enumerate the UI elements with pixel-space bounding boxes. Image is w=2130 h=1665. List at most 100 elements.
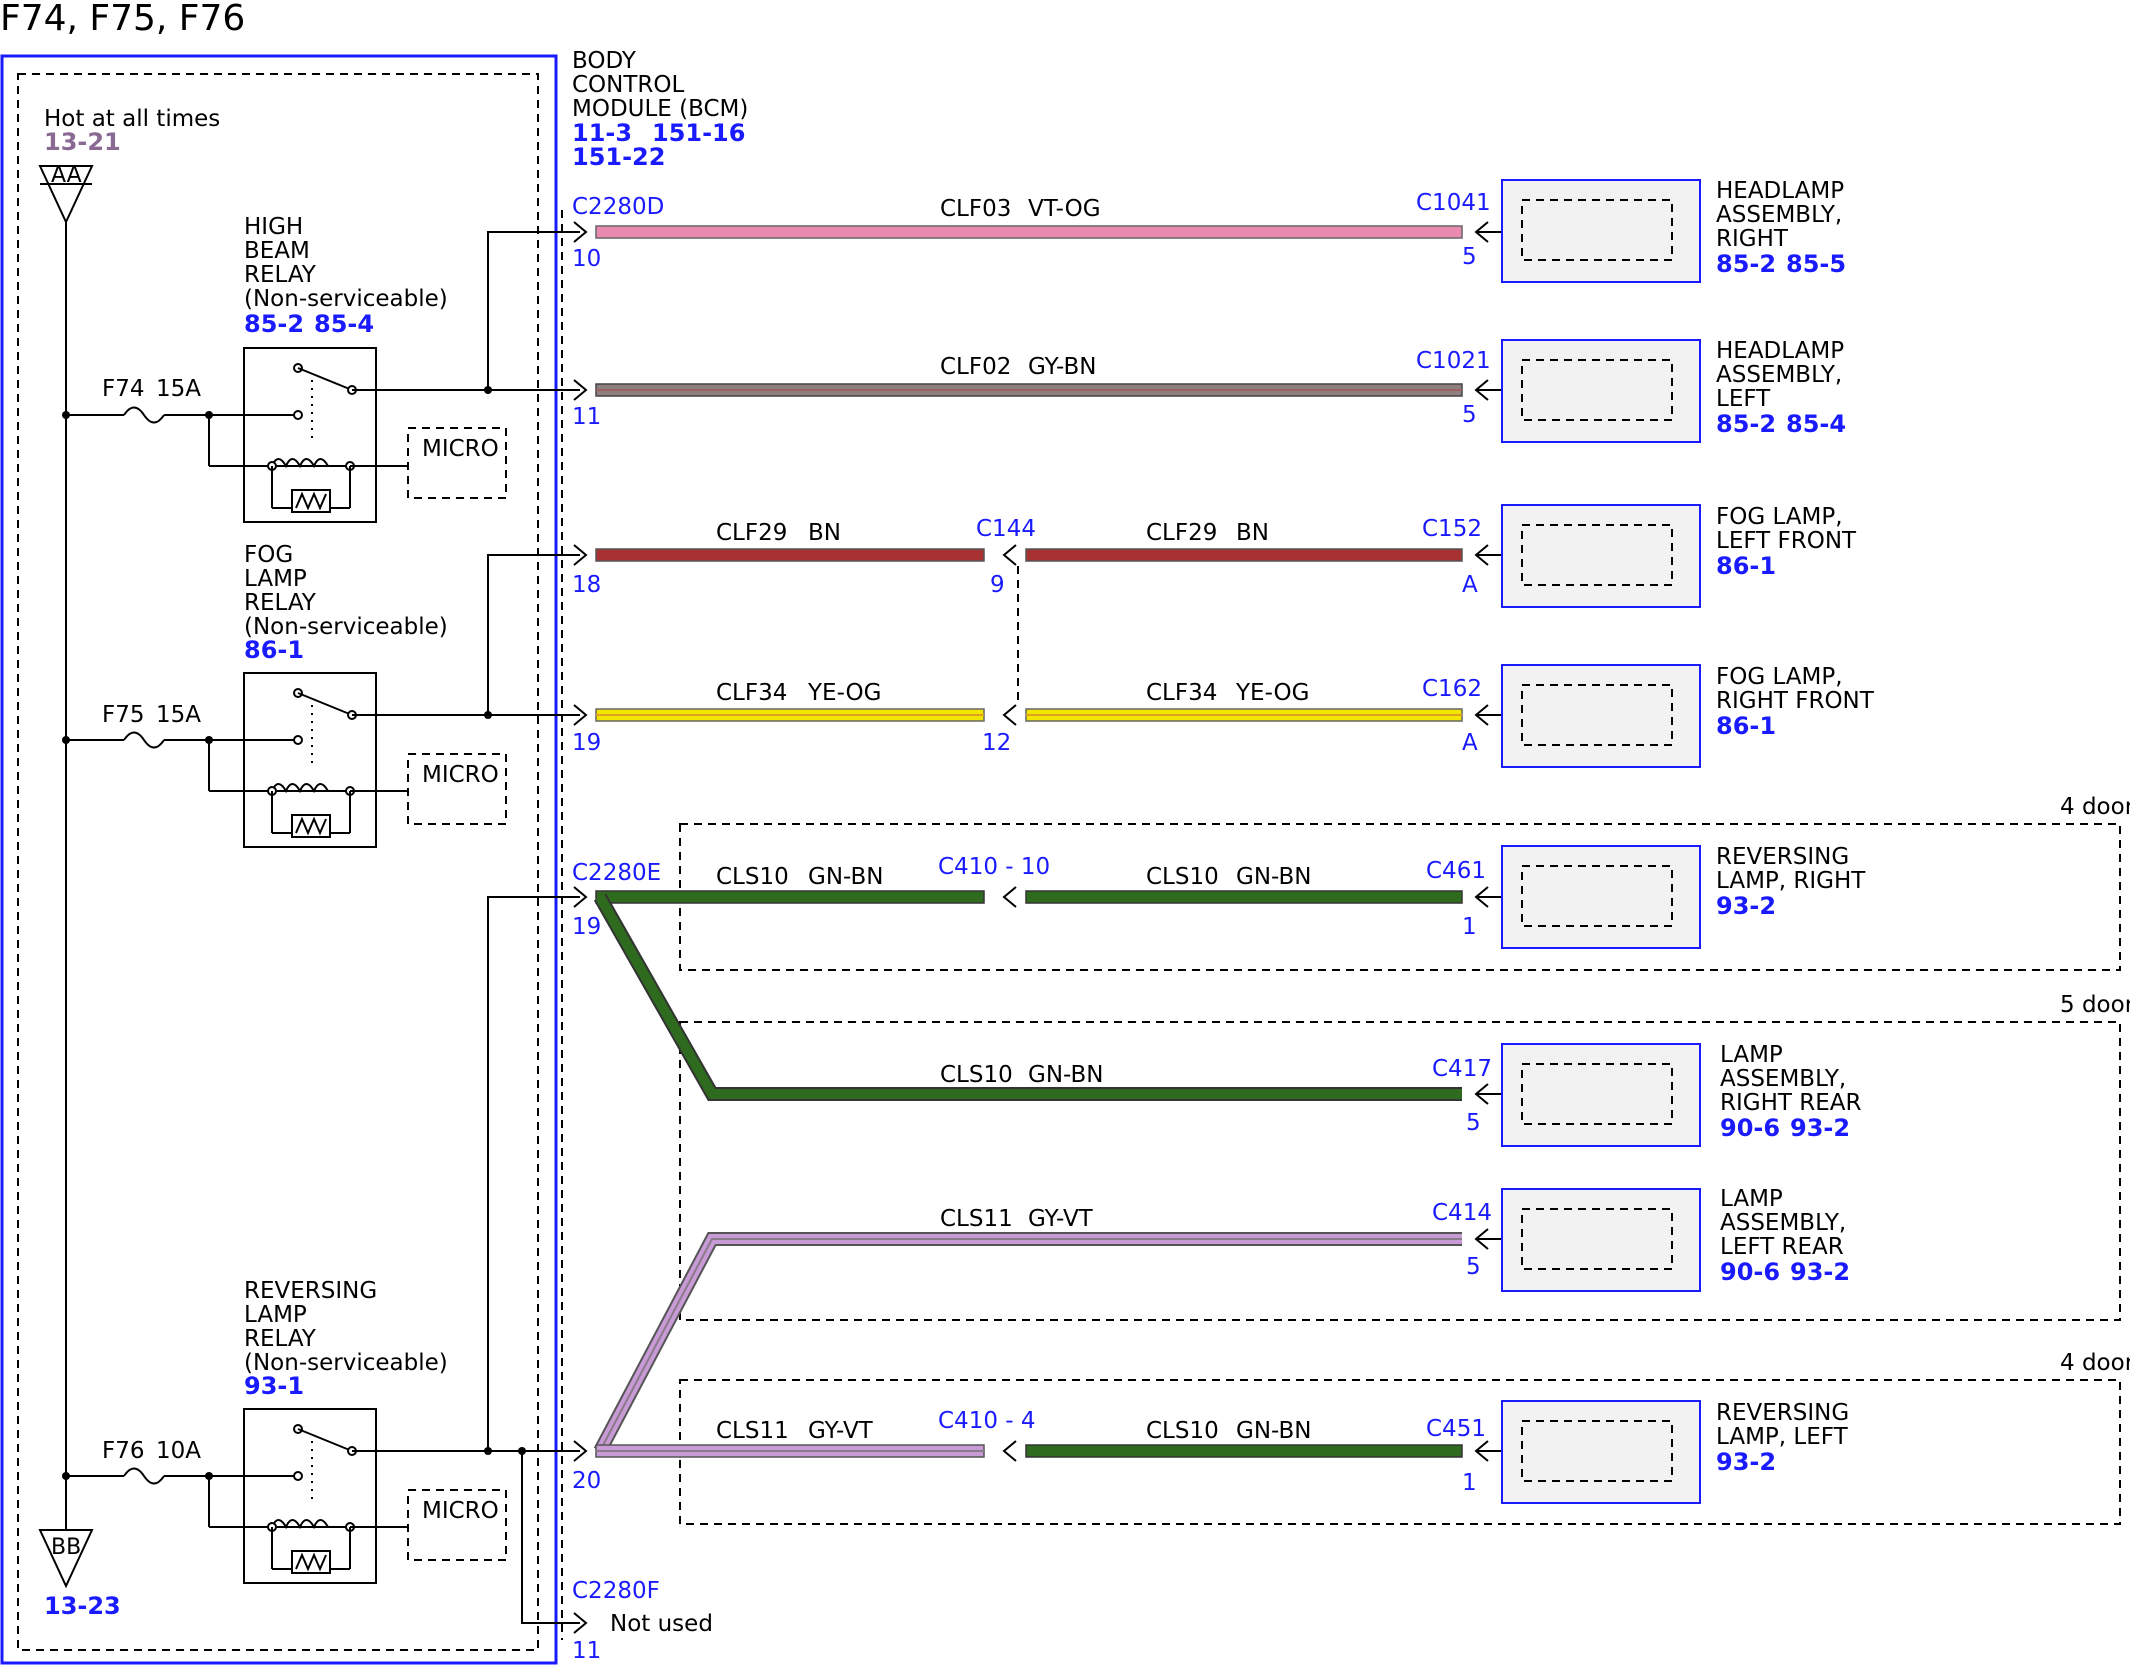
pin-11: 11 <box>572 404 601 430</box>
pin-10: 10 <box>572 246 601 272</box>
comp7-line3: LEFT REAR <box>1720 1234 1844 1260</box>
c152-pin: A <box>1462 572 1478 598</box>
bcm-ref-3[interactable]: 151-22 <box>572 143 665 171</box>
connector-c451[interactable]: C451 <box>1426 1416 1486 1442</box>
fuse-f75-id: F75 <box>102 702 145 728</box>
fuse-f74-icon <box>123 406 165 424</box>
component-lamp-assembly-right-rear[interactable]: C417 5 LAMP ASSEMBLY, RIGHT REAR 90-6 93… <box>1432 1042 1861 1147</box>
connector-c144[interactable]: C144 <box>976 516 1036 542</box>
micro3-box <box>407 1489 507 1561</box>
component-headlamp-right[interactable]: C1041 5 HEADLAMP ASSEMBLY, RIGHT 85-2 85… <box>1416 178 1846 283</box>
micro1-label: MICRO <box>422 436 499 462</box>
connector-c417[interactable]: C417 <box>1432 1056 1492 1082</box>
reversing-lamp-relay-group: REVERSING LAMP RELAY (Non-serviceable) 9… <box>62 1278 507 1584</box>
comp7-line1: LAMP <box>1720 1186 1783 1212</box>
relay1-ref-1[interactable]: 85-2 <box>244 310 304 338</box>
connector-c2280d[interactable]: C2280D <box>572 194 664 220</box>
wire2-color: GY-BN <box>1028 354 1096 380</box>
comp7-line2: ASSEMBLY, <box>1720 1210 1846 1236</box>
wire8-color: GY-VT <box>808 1418 874 1444</box>
wire-clf03[interactable] <box>595 225 1463 239</box>
micro2-label: MICRO <box>422 762 499 788</box>
pin-20: 20 <box>572 1468 601 1494</box>
fuse-f76-id: F76 <box>102 1438 145 1464</box>
connector-c410-4[interactable]: C410 - 4 <box>938 1408 1036 1434</box>
wire4-color2: YE-OG <box>1235 680 1309 706</box>
comp1-line1: HEADLAMP <box>1716 178 1844 204</box>
connector-c410-10[interactable]: C410 - 10 <box>938 854 1050 880</box>
comp1-ref-1[interactable]: 85-2 <box>1716 250 1776 278</box>
wire-clf29-b[interactable] <box>1025 548 1463 562</box>
comp1-line3: RIGHT <box>1716 226 1789 252</box>
relay2-ref-1[interactable]: 86-1 <box>244 636 304 664</box>
connector-c2280e[interactable]: C2280E <box>572 860 661 886</box>
c451-pin: 1 <box>1462 1470 1477 1496</box>
variant-label-2: 5 door <box>2060 992 2130 1018</box>
connector-c461[interactable]: C461 <box>1426 858 1486 884</box>
comp3-ref-1[interactable]: 86-1 <box>1716 552 1776 580</box>
component-reversing-lamp-right[interactable]: C461 1 REVERSING LAMP, RIGHT 93-2 <box>1426 844 1866 949</box>
relay3-line3: RELAY <box>244 1326 317 1352</box>
wire8-circuit2: CLS10 <box>1146 1418 1219 1444</box>
wire2-circuit: CLF02 <box>940 354 1011 380</box>
hot-text: Hot at all times <box>44 106 220 132</box>
comp7-ref-1[interactable]: 90-6 <box>1720 1258 1780 1286</box>
relay1-line4: (Non-serviceable) <box>244 286 448 312</box>
component-reversing-lamp-left[interactable]: C451 1 REVERSING LAMP, LEFT 93-2 <box>1426 1400 1849 1504</box>
wire-cls10-a[interactable] <box>595 890 985 904</box>
relay2-line3: RELAY <box>244 590 317 616</box>
wire-clf29-a[interactable] <box>595 548 985 562</box>
c1021-pin: 5 <box>1462 402 1477 428</box>
connector-c1021[interactable]: C1021 <box>1416 348 1491 374</box>
comp2-ref-2[interactable]: 85-4 <box>1786 410 1846 438</box>
comp8-line1: REVERSING <box>1716 1400 1849 1426</box>
micro3-label: MICRO <box>422 1498 499 1524</box>
c144-pin-12: 12 <box>982 730 1011 756</box>
connector-c2280f[interactable]: C2280F <box>572 1578 660 1604</box>
not-used-text: Not used <box>610 1611 713 1637</box>
fuse-f76-rating: 10A <box>156 1438 201 1464</box>
wire5-color2: GN-BN <box>1236 864 1312 890</box>
comp4-ref-1[interactable]: 86-1 <box>1716 712 1776 740</box>
comp7-ref-2[interactable]: 93-2 <box>1790 1258 1850 1286</box>
comp6-ref-1[interactable]: 90-6 <box>1720 1114 1780 1142</box>
bcm-pin-arrows <box>573 221 588 1634</box>
fuse-f74-id: F74 <box>102 376 145 402</box>
wire-cls10-c[interactable] <box>595 894 1462 1099</box>
wire-cls10-b[interactable] <box>1025 890 1463 904</box>
terminal-bb-ref[interactable]: 13-23 <box>44 1592 121 1620</box>
component-headlamp-left[interactable]: C1021 5 HEADLAMP ASSEMBLY, LEFT 85-2 85-… <box>1416 338 1846 443</box>
variant-label-3: 4 door <box>2060 1350 2130 1376</box>
component-lamp-assembly-left-rear[interactable]: C414 5 LAMP ASSEMBLY, LEFT REAR 90-6 93-… <box>1432 1186 1850 1292</box>
comp5-ref-1[interactable]: 93-2 <box>1716 892 1776 920</box>
connector-c162[interactable]: C162 <box>1422 676 1482 702</box>
inline-connector-arrows <box>1002 544 1017 1462</box>
c417-pin: 5 <box>1466 1110 1481 1136</box>
c461-pin: 1 <box>1462 914 1477 940</box>
pin-18: 18 <box>572 572 601 598</box>
hot-ref[interactable]: 13-21 <box>44 128 121 156</box>
bcm-name-line1: BODY <box>572 48 637 74</box>
wire1-circuit: CLF03 <box>940 196 1011 222</box>
relay1-ref-2[interactable]: 85-4 <box>314 310 374 338</box>
relay3-ref-1[interactable]: 93-1 <box>244 1372 304 1400</box>
c144-pin-9: 9 <box>990 572 1005 598</box>
fuse-f74-rating: 15A <box>156 376 201 402</box>
component-fog-lamp-left-front[interactable]: C152 A FOG LAMP, LEFT FRONT 86-1 <box>1422 504 1857 608</box>
connector-c1041[interactable]: C1041 <box>1416 190 1491 216</box>
wire8-color2: GN-BN <box>1236 1418 1312 1444</box>
wire5-circuit: CLS10 <box>716 864 789 890</box>
component-fog-lamp-right-front[interactable]: C162 A FOG LAMP, RIGHT FRONT 86-1 <box>1422 664 1875 768</box>
bcm-ref-1[interactable]: 11-3 <box>572 119 632 147</box>
comp6-ref-2[interactable]: 93-2 <box>1790 1114 1850 1142</box>
connector-c414[interactable]: C414 <box>1432 1200 1492 1226</box>
comp6-line2: ASSEMBLY, <box>1720 1066 1846 1092</box>
bcm-ref-2[interactable]: 151-16 <box>652 119 745 147</box>
wire-cls10-d[interactable] <box>1025 1444 1463 1458</box>
comp2-ref-1[interactable]: 85-2 <box>1716 410 1776 438</box>
comp8-ref-1[interactable]: 93-2 <box>1716 1448 1776 1476</box>
connector-c152[interactable]: C152 <box>1422 516 1482 542</box>
bcm-name-line3: MODULE (BCM) <box>572 96 748 122</box>
relay2-line1: FOG <box>244 542 293 568</box>
comp1-ref-2[interactable]: 85-5 <box>1786 250 1846 278</box>
